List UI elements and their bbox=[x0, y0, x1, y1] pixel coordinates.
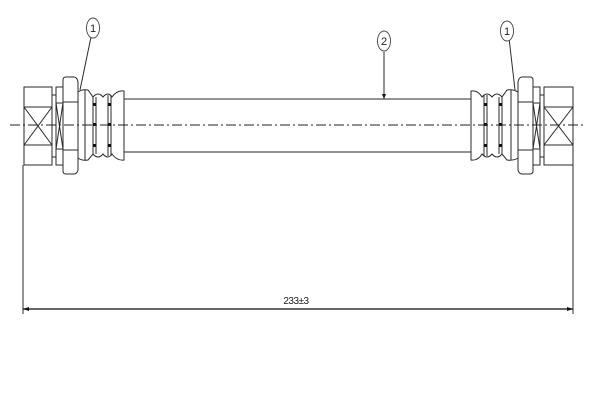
balloon-right-fitting: 1 bbox=[500, 20, 514, 42]
balloon-left-fitting: 1 bbox=[86, 17, 100, 39]
balloon-label: 1 bbox=[504, 26, 510, 38]
leader-right-fitting bbox=[508, 37, 516, 91]
dimension-label: 233±3 bbox=[283, 296, 309, 307]
leader-left-fitting bbox=[79, 36, 92, 91]
dimension-overall-length bbox=[23, 307, 573, 311]
balloon-hose: 2 bbox=[377, 30, 391, 52]
right-crimp-sleeve bbox=[470, 89, 519, 161]
right-square-nut bbox=[543, 86, 574, 166]
balloon-label: 2 bbox=[381, 36, 387, 48]
left-square-nut bbox=[23, 86, 53, 166]
hose-body bbox=[124, 98, 471, 153]
right-hex-nut bbox=[517, 76, 534, 175]
left-flange bbox=[55, 86, 64, 166]
right-flange bbox=[532, 86, 541, 166]
balloon-label: 1 bbox=[90, 23, 96, 35]
left-fitting bbox=[23, 76, 125, 175]
right-fitting bbox=[470, 76, 574, 175]
